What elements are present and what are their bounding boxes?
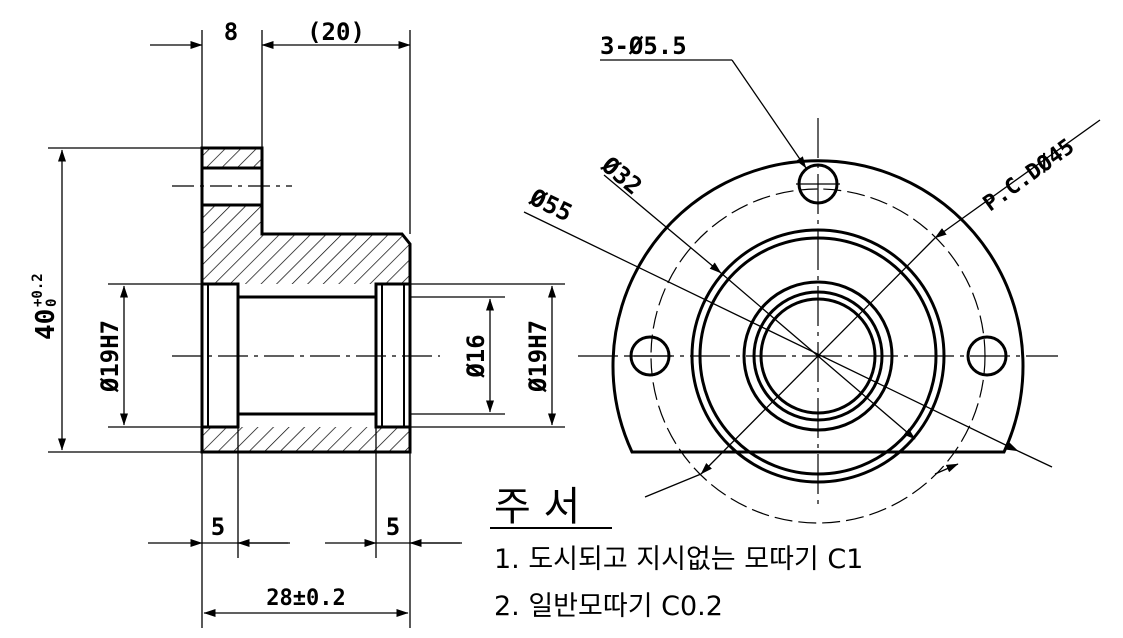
section-outline [200,146,412,454]
dim-height-base: 40 [31,309,61,340]
hatch-upper-body [202,205,410,284]
flange-outline [611,159,1025,454]
hatch-flange-top [202,148,262,168]
front-view [578,118,1058,524]
dim-inner: Ø16 [462,334,490,378]
dim-counterbore-right: 5 [386,513,400,541]
dim-pcd: P.C.DØ45 [979,134,1079,217]
holes-callout: 3-Ø5.5 [600,32,687,60]
notes-line-2: 2. 일반모따기 C0.2 [494,591,723,622]
dim-bore-left: Ø19H7 [96,320,124,393]
dim-d55: Ø55 [524,183,576,228]
dim-counterbore-left: 5 [211,513,225,541]
dim-total-length: 28±0.2 [266,586,345,611]
dim-height-tol-upper: +0.2 [30,273,46,307]
hatch-lower-body [202,427,410,452]
dim-ref-length: (20) [307,18,365,46]
front-dimensions [523,59,1101,498]
section-dimensions [48,30,565,628]
dim-bore-right: Ø19H7 [524,320,552,393]
dim-flange-width: 8 [224,18,238,46]
section-view [172,146,440,454]
notes-line-1: 1. 도시되고 지시없는 모따기 C1 [494,544,863,575]
notes-title: 주 서 [494,484,580,530]
mount-hole-right [966,335,1008,377]
dim-height-tol-lower: 0 [44,299,60,307]
dim-d32: Ø32 [595,151,647,201]
